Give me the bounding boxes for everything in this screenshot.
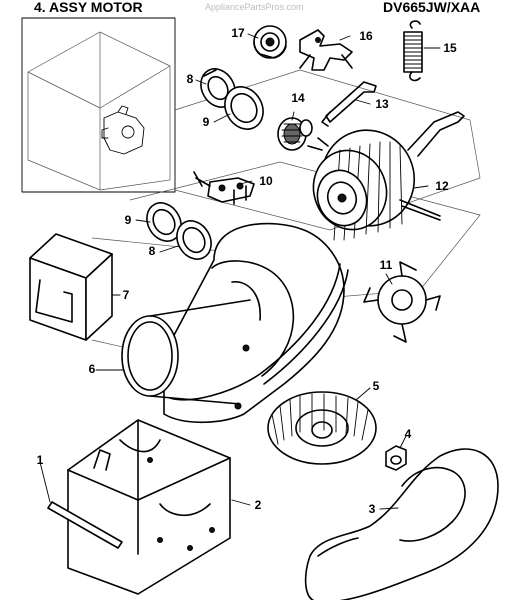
blower-cover-drawing bbox=[304, 448, 499, 600]
part-number-2[interactable]: 2 bbox=[254, 498, 262, 512]
centrifugal-switch-drawing bbox=[193, 171, 255, 205]
part-number-1[interactable]: 1 bbox=[36, 453, 44, 467]
model-number: DV665JW/XAA bbox=[383, 0, 481, 15]
idler-pulley-drawing bbox=[253, 25, 287, 59]
ring-lower-drawing bbox=[146, 202, 182, 242]
part-number-4[interactable]: 4 bbox=[404, 427, 412, 441]
part-number-9-upper[interactable]: 9 bbox=[202, 115, 210, 129]
part-number-16[interactable]: 16 bbox=[359, 29, 373, 43]
watermark: AppliancePartsPros.com bbox=[205, 2, 304, 12]
motor-pulley-drawing bbox=[277, 117, 313, 151]
idler-spring-drawing bbox=[403, 20, 423, 82]
callout-leader-lines bbox=[39, 33, 441, 510]
motor-frame-drawing bbox=[67, 419, 231, 595]
blower-housing-drawing bbox=[121, 222, 349, 424]
part-number-5[interactable]: 5 bbox=[372, 379, 380, 393]
part-number-13[interactable]: 13 bbox=[375, 97, 389, 111]
part-number-9-lower[interactable]: 9 bbox=[124, 213, 132, 227]
part-number-17[interactable]: 17 bbox=[231, 26, 245, 40]
part-number-14[interactable]: 14 bbox=[291, 91, 305, 105]
blower-nut-drawing bbox=[385, 445, 407, 471]
assembly-location-inset bbox=[21, 17, 176, 193]
frame-brace-drawing bbox=[47, 501, 123, 549]
bearing-lower-drawing bbox=[176, 220, 212, 260]
part-number-11[interactable]: 11 bbox=[379, 258, 393, 272]
blower-hub-drawing bbox=[363, 261, 441, 343]
filter-box-drawing bbox=[29, 233, 113, 341]
part-number-15[interactable]: 15 bbox=[443, 41, 457, 55]
ring-upper-drawing bbox=[224, 86, 264, 130]
part-number-6[interactable]: 6 bbox=[88, 362, 96, 376]
blower-wheel-drawing bbox=[267, 391, 377, 465]
part-number-7[interactable]: 7 bbox=[122, 288, 130, 302]
part-number-10[interactable]: 10 bbox=[259, 174, 273, 188]
part-number-12[interactable]: 12 bbox=[435, 179, 449, 193]
part-number-8-upper[interactable]: 8 bbox=[186, 72, 194, 86]
motor-clamp-drawing bbox=[321, 81, 377, 127]
page-title: 4. ASSY MOTOR bbox=[34, 0, 143, 15]
part-number-3[interactable]: 3 bbox=[368, 502, 376, 516]
drive-motor-drawing bbox=[307, 111, 465, 241]
idler-bracket-drawing bbox=[299, 29, 353, 71]
part-number-8-lower[interactable]: 8 bbox=[148, 244, 156, 258]
